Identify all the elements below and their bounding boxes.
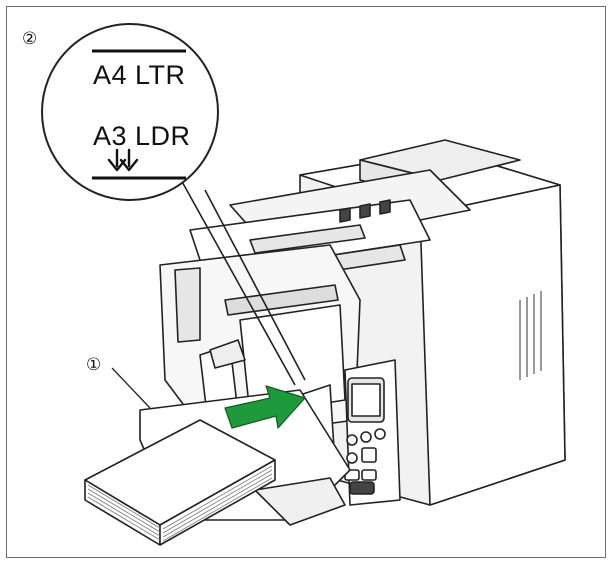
step-marker: ② [22,29,37,48]
lower-mark-label: A3 LDR [93,121,191,151]
upper-mark-label: A4 LTR [93,60,186,90]
part-marker: ① [86,355,101,374]
callout-leader-1 [111,367,151,409]
down-arrow-icon [107,148,139,172]
paper-stack [84,419,276,546]
zoom-leader-lines [179,177,306,386]
insert-arrow-icon [224,385,306,429]
zoom-detail-circle [41,23,219,201]
control-panel [344,359,401,506]
